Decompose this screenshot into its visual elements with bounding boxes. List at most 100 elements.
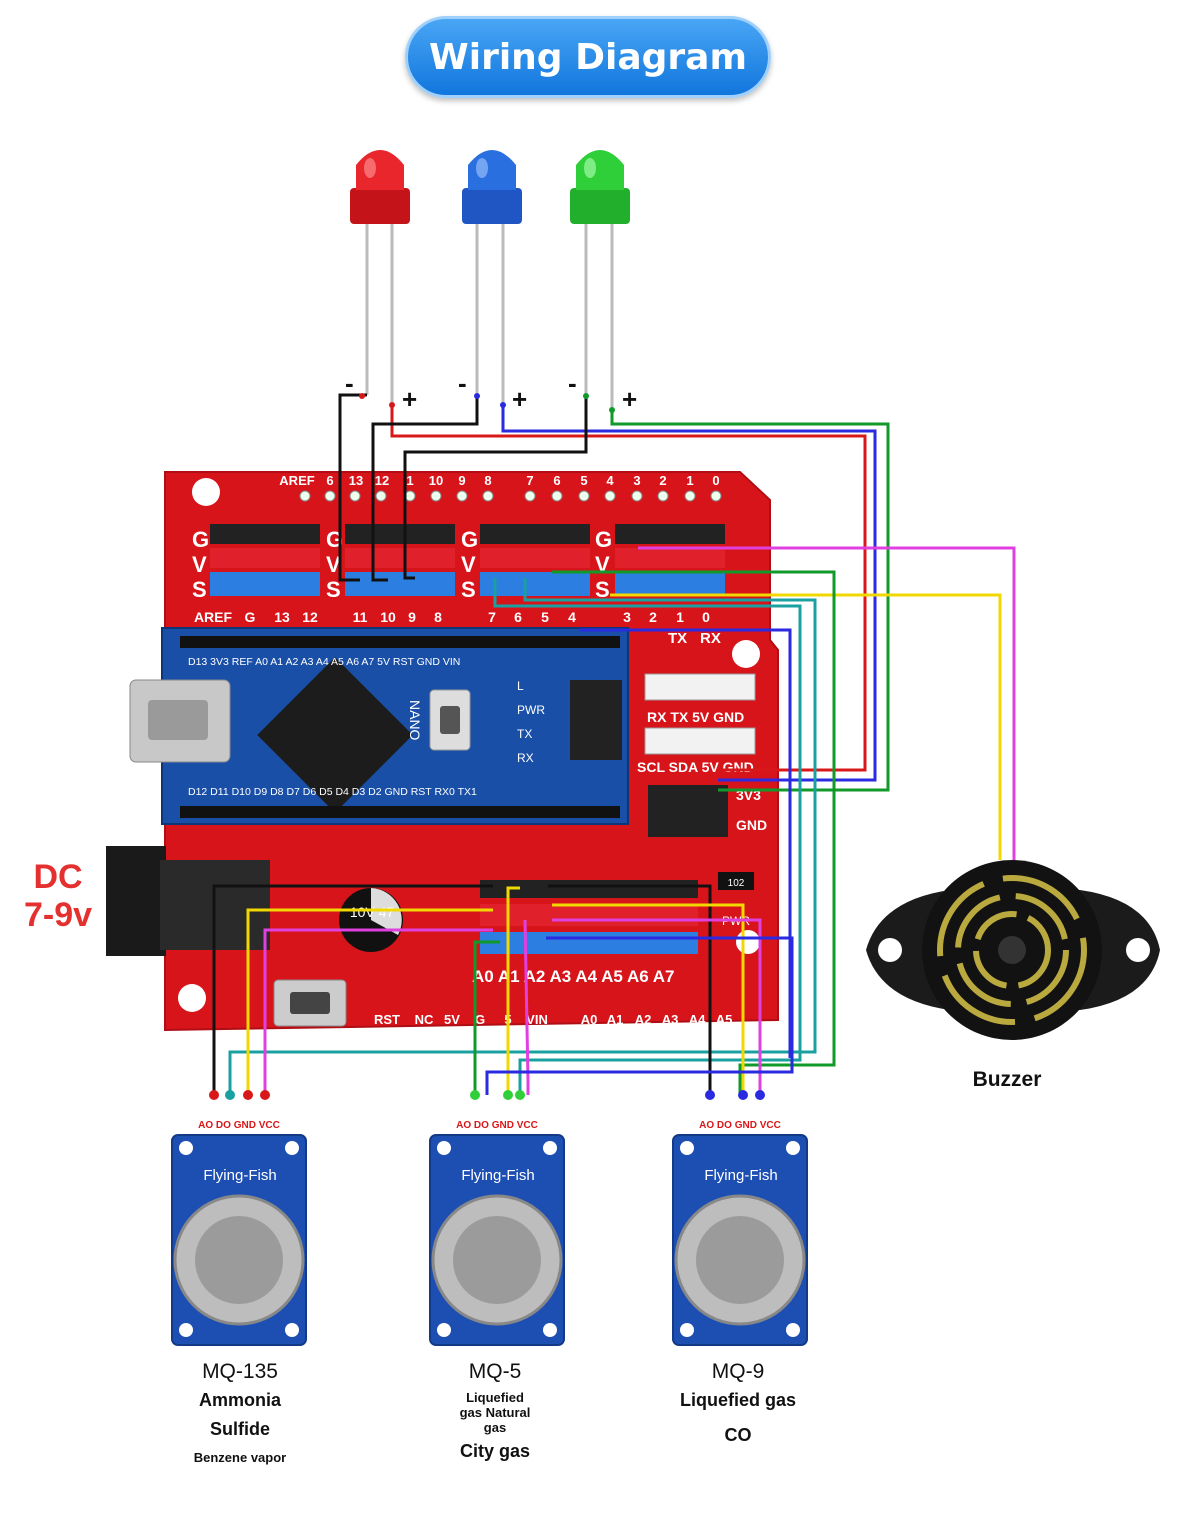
- sensor-desc: gas: [483, 1420, 507, 1435]
- nano-led-label: L: [517, 679, 524, 693]
- bottom-label: 0: [702, 609, 710, 625]
- top-label: 2: [659, 473, 666, 488]
- row-label-v: V: [192, 552, 207, 577]
- uart-header-label: RX TX 5V GND: [647, 709, 744, 725]
- bottom-label: 7: [488, 609, 496, 625]
- analog-bottom-label: A3: [662, 1012, 679, 1027]
- sensor-module-mq9: Flying-Fish AO DO GND VCC: [672, 1120, 808, 1346]
- led-green-plus: +: [622, 384, 637, 414]
- nano-led-label: TX: [517, 727, 532, 741]
- bottom-label-aref: AREF: [194, 609, 233, 625]
- led-green-minus: -: [568, 368, 577, 398]
- rx-label: RX: [700, 630, 721, 647]
- top-label: 8: [484, 473, 491, 488]
- led-blue-plus: +: [512, 384, 527, 414]
- caption-mq5: MQ-5 Liquefied gas Natural gas City gas: [415, 1360, 575, 1462]
- led-blue: [462, 150, 522, 405]
- row-label-v-2: V: [326, 552, 341, 577]
- caption-mq9: MQ-9 Liquefied gas CO: [658, 1360, 818, 1446]
- nano-bottom-pins: D12 D11 D10 D9 D8 D7 D6 D5 D4 D3 D2 GND …: [188, 786, 477, 798]
- analog-bottom-label: A0: [581, 1012, 598, 1027]
- sensor-desc: Ammonia: [198, 1390, 281, 1410]
- top-label: 5: [580, 473, 587, 488]
- sensor-desc: gas Natural: [459, 1405, 531, 1420]
- bottom-label: 13: [274, 609, 290, 625]
- top-label: 1: [686, 473, 693, 488]
- row-label-g-3: G: [461, 527, 478, 552]
- bottom-label: 8: [434, 609, 442, 625]
- gnd-label: GND: [736, 817, 767, 833]
- analog-bottom-label: A2: [635, 1012, 652, 1027]
- bottom-label: 11: [353, 609, 368, 625]
- nano-led-label: PWR: [517, 703, 545, 717]
- bottom-label: 5: [541, 609, 549, 625]
- row-label-g: G: [192, 527, 209, 552]
- bottom-label: 1: [676, 609, 684, 625]
- row-label-v-3: V: [461, 552, 476, 577]
- arduino-nano: NANO L PWR TX RX D13 3V3 REF A0 A1 A2 A3…: [129, 627, 629, 825]
- analog-bottom-label: A5: [716, 1012, 733, 1027]
- row-label-g-4: G: [595, 527, 612, 552]
- sensor-brand: Flying-Fish: [704, 1167, 777, 1184]
- row-label-s-4: S: [595, 577, 610, 602]
- sensor-name: MQ-135: [202, 1360, 278, 1383]
- power-row-label: RST: [374, 1012, 400, 1027]
- top-label: 4: [606, 473, 614, 488]
- led-blue-minus: -: [458, 368, 467, 398]
- sensor-name: MQ-9: [711, 1360, 765, 1383]
- bottom-label: 6: [514, 609, 522, 625]
- nano-reset-button[interactable]: [440, 706, 460, 734]
- nano-top-pins: D13 3V3 REF A0 A1 A2 A3 A4 A5 A6 A7 5V R…: [188, 656, 460, 668]
- row-label-s: S: [192, 577, 207, 602]
- top-label-aref: AREF: [279, 473, 314, 488]
- bottom-label: 12: [302, 609, 318, 625]
- capacitor-label: 10V 47: [350, 904, 395, 920]
- buzzer: [866, 860, 1160, 1040]
- bottom-label: 4: [568, 609, 576, 625]
- top-label: 13: [349, 473, 363, 488]
- power-row-label: 5V: [444, 1012, 460, 1027]
- bottom-label: G: [245, 609, 256, 625]
- top-label: 9: [458, 473, 465, 488]
- sensor-desc: Liquefied gas: [679, 1390, 796, 1410]
- buzzer-label: Buzzer: [973, 1068, 1042, 1091]
- bottom-label: 10: [380, 609, 396, 625]
- row-label-s-2: S: [326, 577, 341, 602]
- top-label: 12: [375, 473, 389, 488]
- top-label: 3: [633, 473, 640, 488]
- bottom-label: 3: [623, 609, 631, 625]
- led-red-plus: +: [402, 384, 417, 414]
- power-row-label: NC: [415, 1012, 434, 1027]
- sensor-desc: Liquefied: [466, 1390, 524, 1405]
- sensor-brand: Flying-Fish: [461, 1167, 534, 1184]
- mcu-chip: [257, 657, 413, 813]
- sensor-brand: Flying-Fish: [203, 1167, 276, 1184]
- led-red-minus: -: [345, 368, 354, 398]
- sensor-desc: Benzene vapor: [193, 1450, 287, 1465]
- bottom-label: 9: [408, 609, 416, 625]
- power-row-label: VIN: [526, 1012, 548, 1027]
- nano-led-label: RX: [517, 751, 534, 765]
- caption-mq135: MQ-135 Ammonia Sulfide Benzene vapor: [160, 1360, 320, 1465]
- page-title: Wiring Diagram: [405, 16, 771, 98]
- resistor-label: 102: [728, 878, 745, 889]
- top-label: 6: [326, 473, 333, 488]
- reset-button[interactable]: [290, 992, 330, 1014]
- sensor-pins: AO DO GND VCC: [699, 1120, 781, 1131]
- power-row-label: G: [475, 1012, 485, 1027]
- top-label: 6: [553, 473, 560, 488]
- sensor-pins: AO DO GND VCC: [198, 1120, 280, 1131]
- sensor-desc: CO: [724, 1425, 752, 1445]
- i2c-header-label: SCL SDA 5V GND: [637, 759, 754, 775]
- row-label-s-3: S: [461, 577, 476, 602]
- analog-bottom-label: A4: [689, 1012, 706, 1027]
- wire-dots: [209, 393, 765, 1100]
- analog-labels: A0 A1 A2 A3 A4 A5 A6 A7: [472, 967, 675, 986]
- sensor-module-mq5: Flying-Fish AO DO GND VCC: [429, 1120, 565, 1346]
- dc-jack: [106, 846, 166, 956]
- analog-bottom-label: A1: [607, 1012, 624, 1027]
- sensor-pins: AO DO GND VCC: [456, 1120, 538, 1131]
- nano-name: NANO: [407, 700, 423, 741]
- tx-label: TX: [668, 630, 687, 647]
